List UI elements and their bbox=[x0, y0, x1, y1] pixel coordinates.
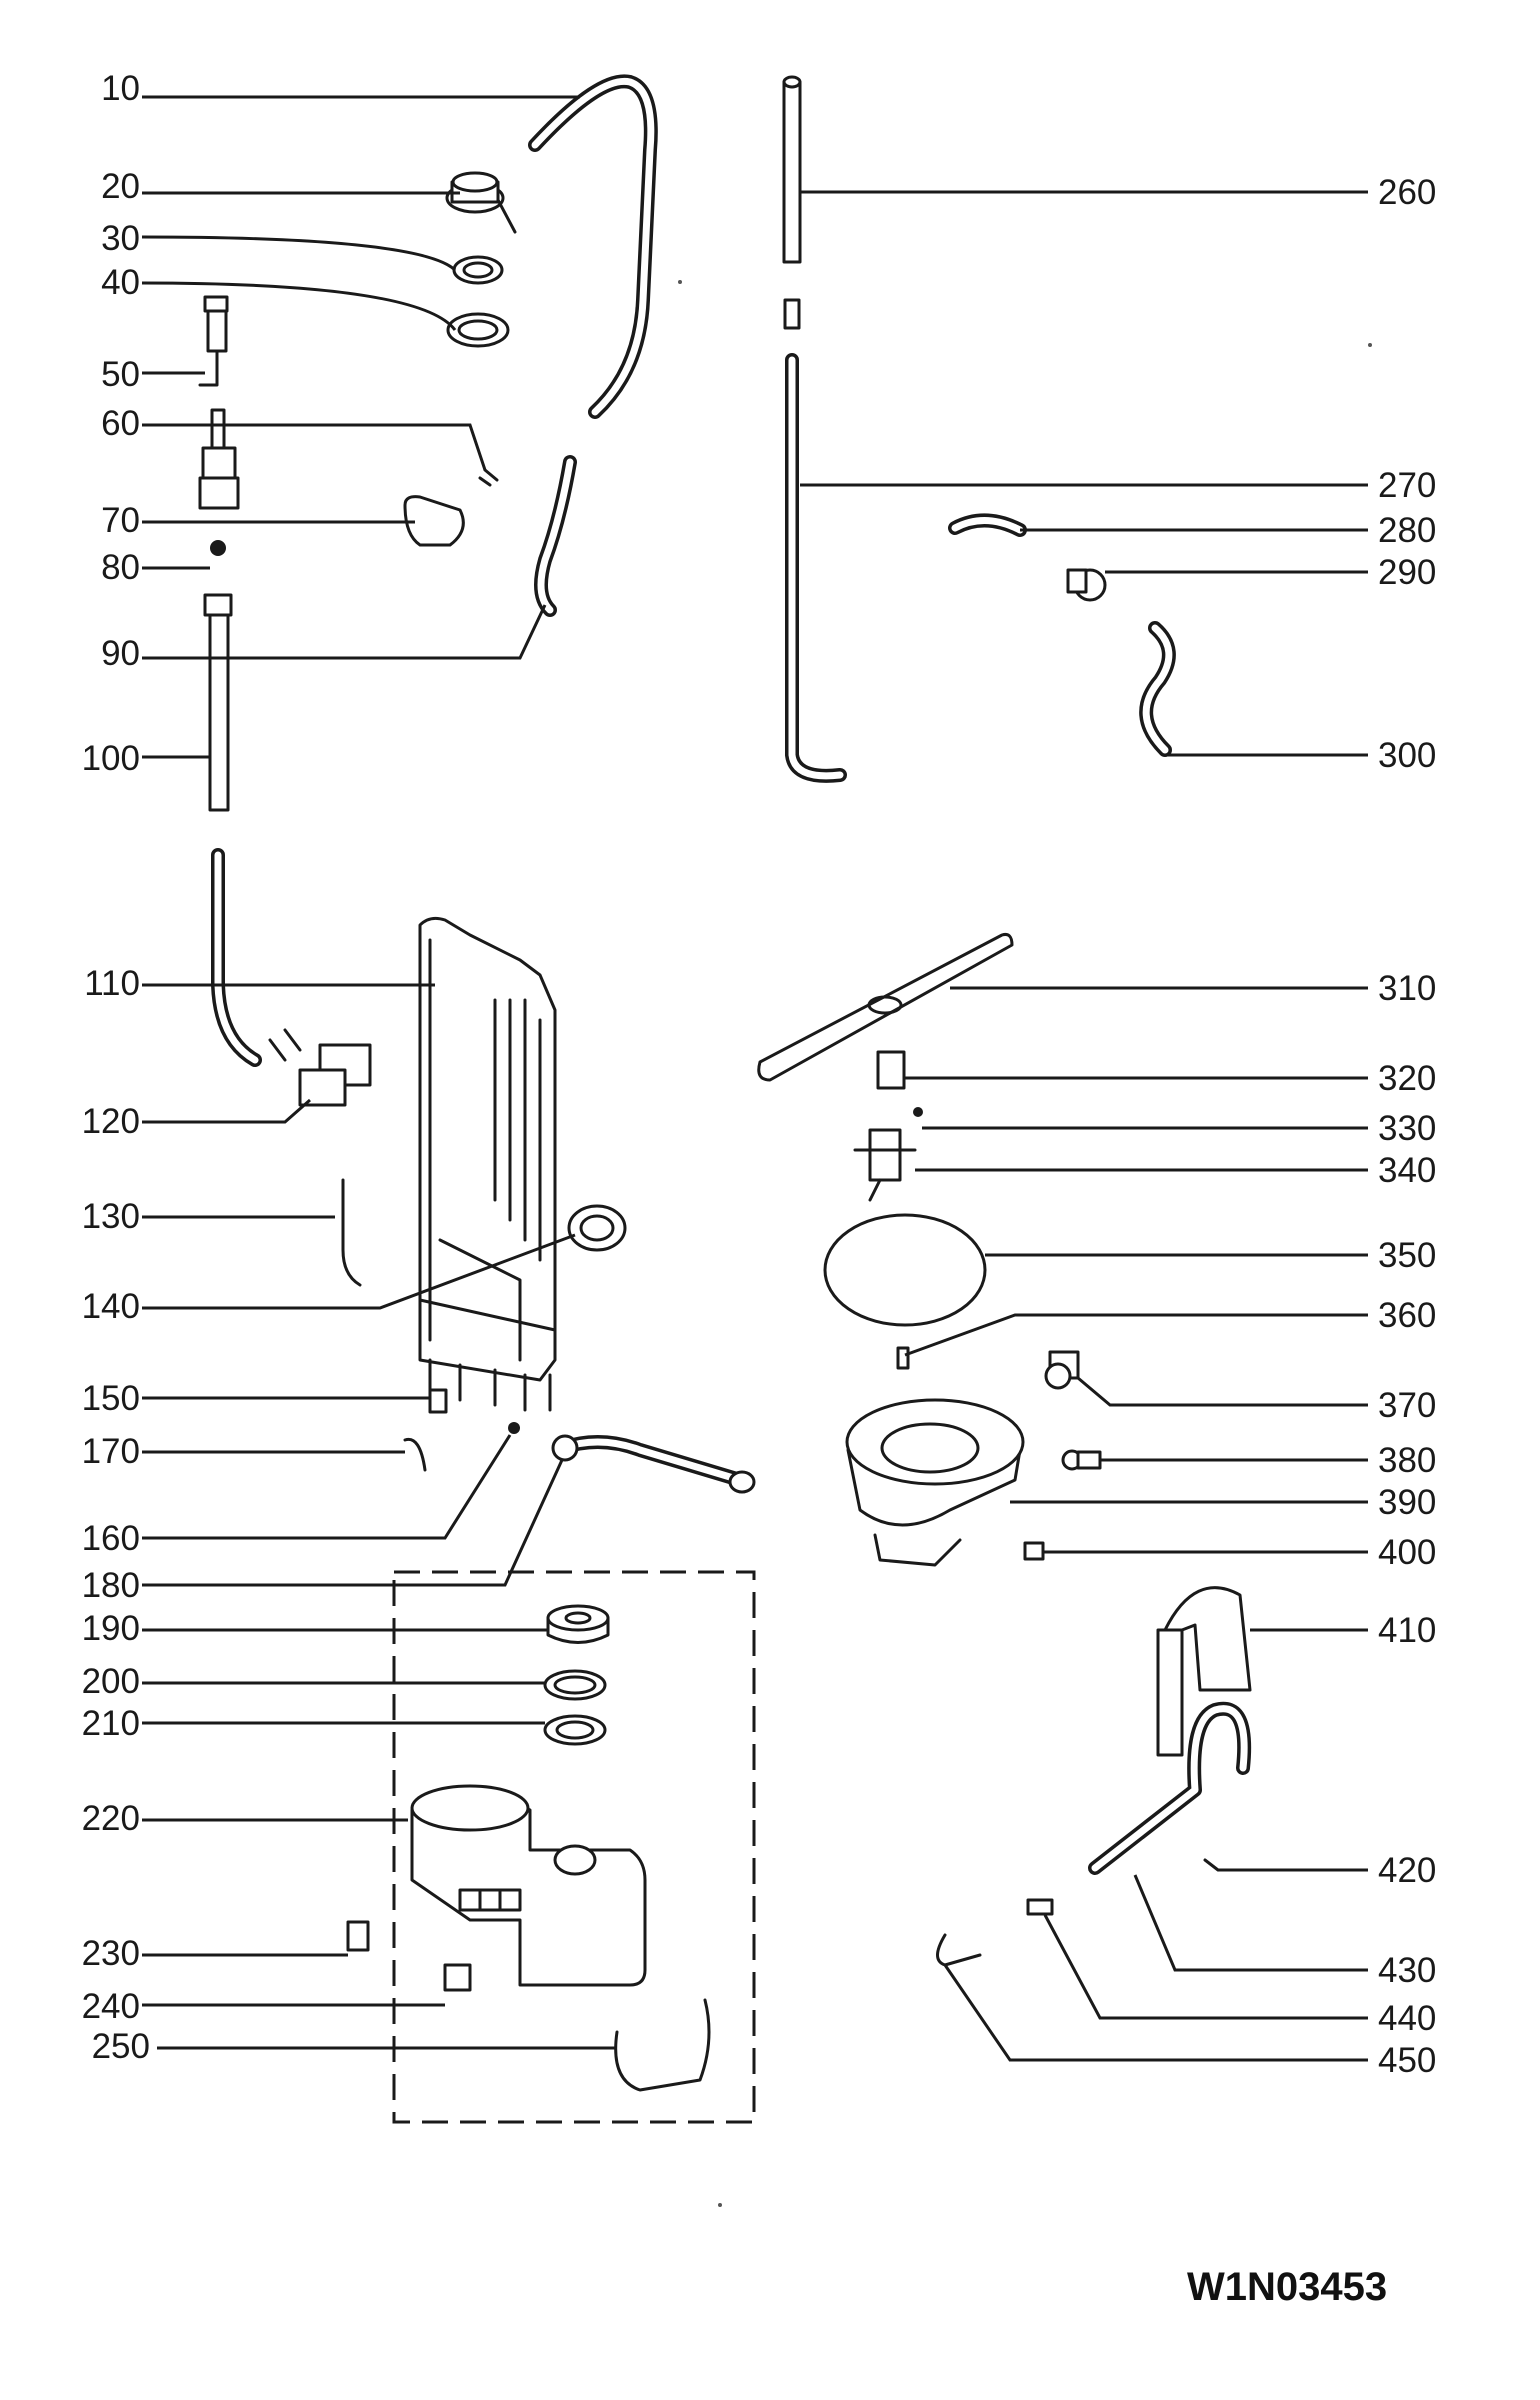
part-370-fitting bbox=[1044, 1350, 1080, 1390]
callout-70: 70 bbox=[101, 501, 140, 540]
callout-80: 80 bbox=[101, 548, 140, 587]
callout-240: 240 bbox=[82, 1987, 140, 2026]
callout-420: 420 bbox=[1378, 1851, 1436, 1890]
part-40-clamp bbox=[446, 312, 510, 348]
callout-370: 370 bbox=[1378, 1386, 1436, 1425]
callout-350: 350 bbox=[1378, 1236, 1436, 1275]
callout-290: 290 bbox=[1378, 553, 1436, 592]
part-420-screw bbox=[1203, 1858, 1220, 1872]
part-110-panel bbox=[418, 916, 557, 1382]
part-150-grommet bbox=[428, 1388, 448, 1414]
part-170-clip bbox=[403, 1437, 427, 1472]
part-270-tube bbox=[785, 353, 847, 783]
part-70-clip bbox=[403, 495, 465, 547]
parts-illustration bbox=[198, 74, 1252, 2124]
callout-30: 30 bbox=[101, 219, 140, 258]
part-450-clip bbox=[936, 1933, 982, 1967]
part-pressure-switch bbox=[198, 408, 240, 510]
part-360-pin bbox=[896, 1346, 910, 1370]
part-130-wire bbox=[341, 1178, 362, 1287]
callout-130: 130 bbox=[82, 1197, 140, 1236]
part-60-screw bbox=[478, 468, 499, 487]
callout-180: 180 bbox=[82, 1566, 140, 1605]
part-140-seal bbox=[567, 1204, 627, 1252]
part-20-valve bbox=[445, 171, 517, 234]
callout-280: 280 bbox=[1378, 511, 1436, 550]
callout-340: 340 bbox=[1378, 1151, 1436, 1190]
callout-50: 50 bbox=[101, 355, 140, 394]
callout-380: 380 bbox=[1378, 1441, 1436, 1480]
callout-140: 140 bbox=[82, 1287, 140, 1326]
leader-lines bbox=[141, 95, 1368, 2062]
callout-300: 300 bbox=[1378, 736, 1436, 775]
stray-dot bbox=[678, 280, 682, 284]
part-380-screw bbox=[1061, 1449, 1102, 1471]
part-120-valve bbox=[268, 1028, 372, 1107]
callout-40: 40 bbox=[101, 263, 140, 302]
callout-90: 90 bbox=[101, 634, 140, 673]
part-160-nut bbox=[508, 1422, 520, 1434]
part-410-bracket bbox=[1156, 1586, 1252, 1757]
part-440-connector bbox=[1026, 1898, 1054, 1916]
callout-10: 10 bbox=[101, 69, 140, 108]
part-30-ring bbox=[452, 255, 504, 285]
callout-250: 250 bbox=[92, 2027, 150, 2066]
callout-330: 330 bbox=[1378, 1109, 1436, 1148]
part-220-salt-container bbox=[410, 1784, 647, 1987]
callout-220: 220 bbox=[82, 1799, 140, 1838]
part-350-seal bbox=[823, 1213, 987, 1327]
callout-200: 200 bbox=[82, 1662, 140, 1701]
callout-400: 400 bbox=[1378, 1533, 1436, 1572]
callout-310: 310 bbox=[1378, 969, 1436, 1008]
part-330-screw bbox=[913, 1107, 923, 1117]
salt-container-group-box bbox=[392, 1570, 756, 2124]
stray-dot bbox=[1368, 343, 1372, 347]
callout-360: 360 bbox=[1378, 1296, 1436, 1335]
callout-160: 160 bbox=[82, 1519, 140, 1558]
callout-230: 230 bbox=[82, 1934, 140, 1973]
part-240-switch bbox=[443, 1963, 472, 1992]
callout-60: 60 bbox=[101, 404, 140, 443]
part-210-gasket bbox=[543, 1714, 607, 1746]
callout-170: 170 bbox=[82, 1432, 140, 1471]
callout-390: 390 bbox=[1378, 1483, 1436, 1522]
part-340-hub bbox=[853, 1128, 917, 1202]
part-290-valve bbox=[1066, 568, 1107, 602]
callout-150: 150 bbox=[82, 1379, 140, 1418]
part-100-tube bbox=[208, 596, 230, 812]
stray-dot bbox=[718, 2203, 722, 2207]
callout-110: 110 bbox=[84, 964, 140, 1003]
diagram-code: W1N03453 bbox=[1187, 2265, 1387, 2309]
part-310-spray-arm bbox=[757, 933, 1014, 1082]
callout-430: 430 bbox=[1378, 1951, 1436, 1990]
part-190-cap bbox=[546, 1604, 610, 1644]
callout-100: 100 bbox=[82, 739, 140, 778]
callout-20: 20 bbox=[101, 167, 140, 206]
part-50-sensor bbox=[198, 295, 229, 387]
part-260-rod bbox=[782, 80, 802, 264]
part-390-sump bbox=[845, 1398, 1025, 1567]
callout-260: 260 bbox=[1378, 173, 1436, 212]
part-80-nut bbox=[210, 540, 226, 556]
callout-270: 270 bbox=[1378, 466, 1436, 505]
callout-210: 210 bbox=[82, 1704, 140, 1743]
callout-120: 120 bbox=[82, 1102, 140, 1141]
part-230-plug bbox=[346, 1920, 370, 1952]
part-320-bearing bbox=[876, 1050, 906, 1090]
callout-320: 320 bbox=[1378, 1059, 1436, 1098]
callout-410: 410 bbox=[1378, 1611, 1436, 1650]
callout-190: 190 bbox=[82, 1609, 140, 1648]
callout-440: 440 bbox=[1378, 1999, 1436, 2038]
callout-450: 450 bbox=[1378, 2041, 1436, 2080]
callout-labels: 10 20 30 40 50 60 70 80 90 100 110 120 1… bbox=[82, 69, 1437, 2080]
part-260-coupler bbox=[783, 298, 801, 330]
part-200-ring bbox=[543, 1669, 607, 1701]
part-400-clip bbox=[1023, 1541, 1045, 1561]
part-250-wire bbox=[614, 1998, 711, 2092]
